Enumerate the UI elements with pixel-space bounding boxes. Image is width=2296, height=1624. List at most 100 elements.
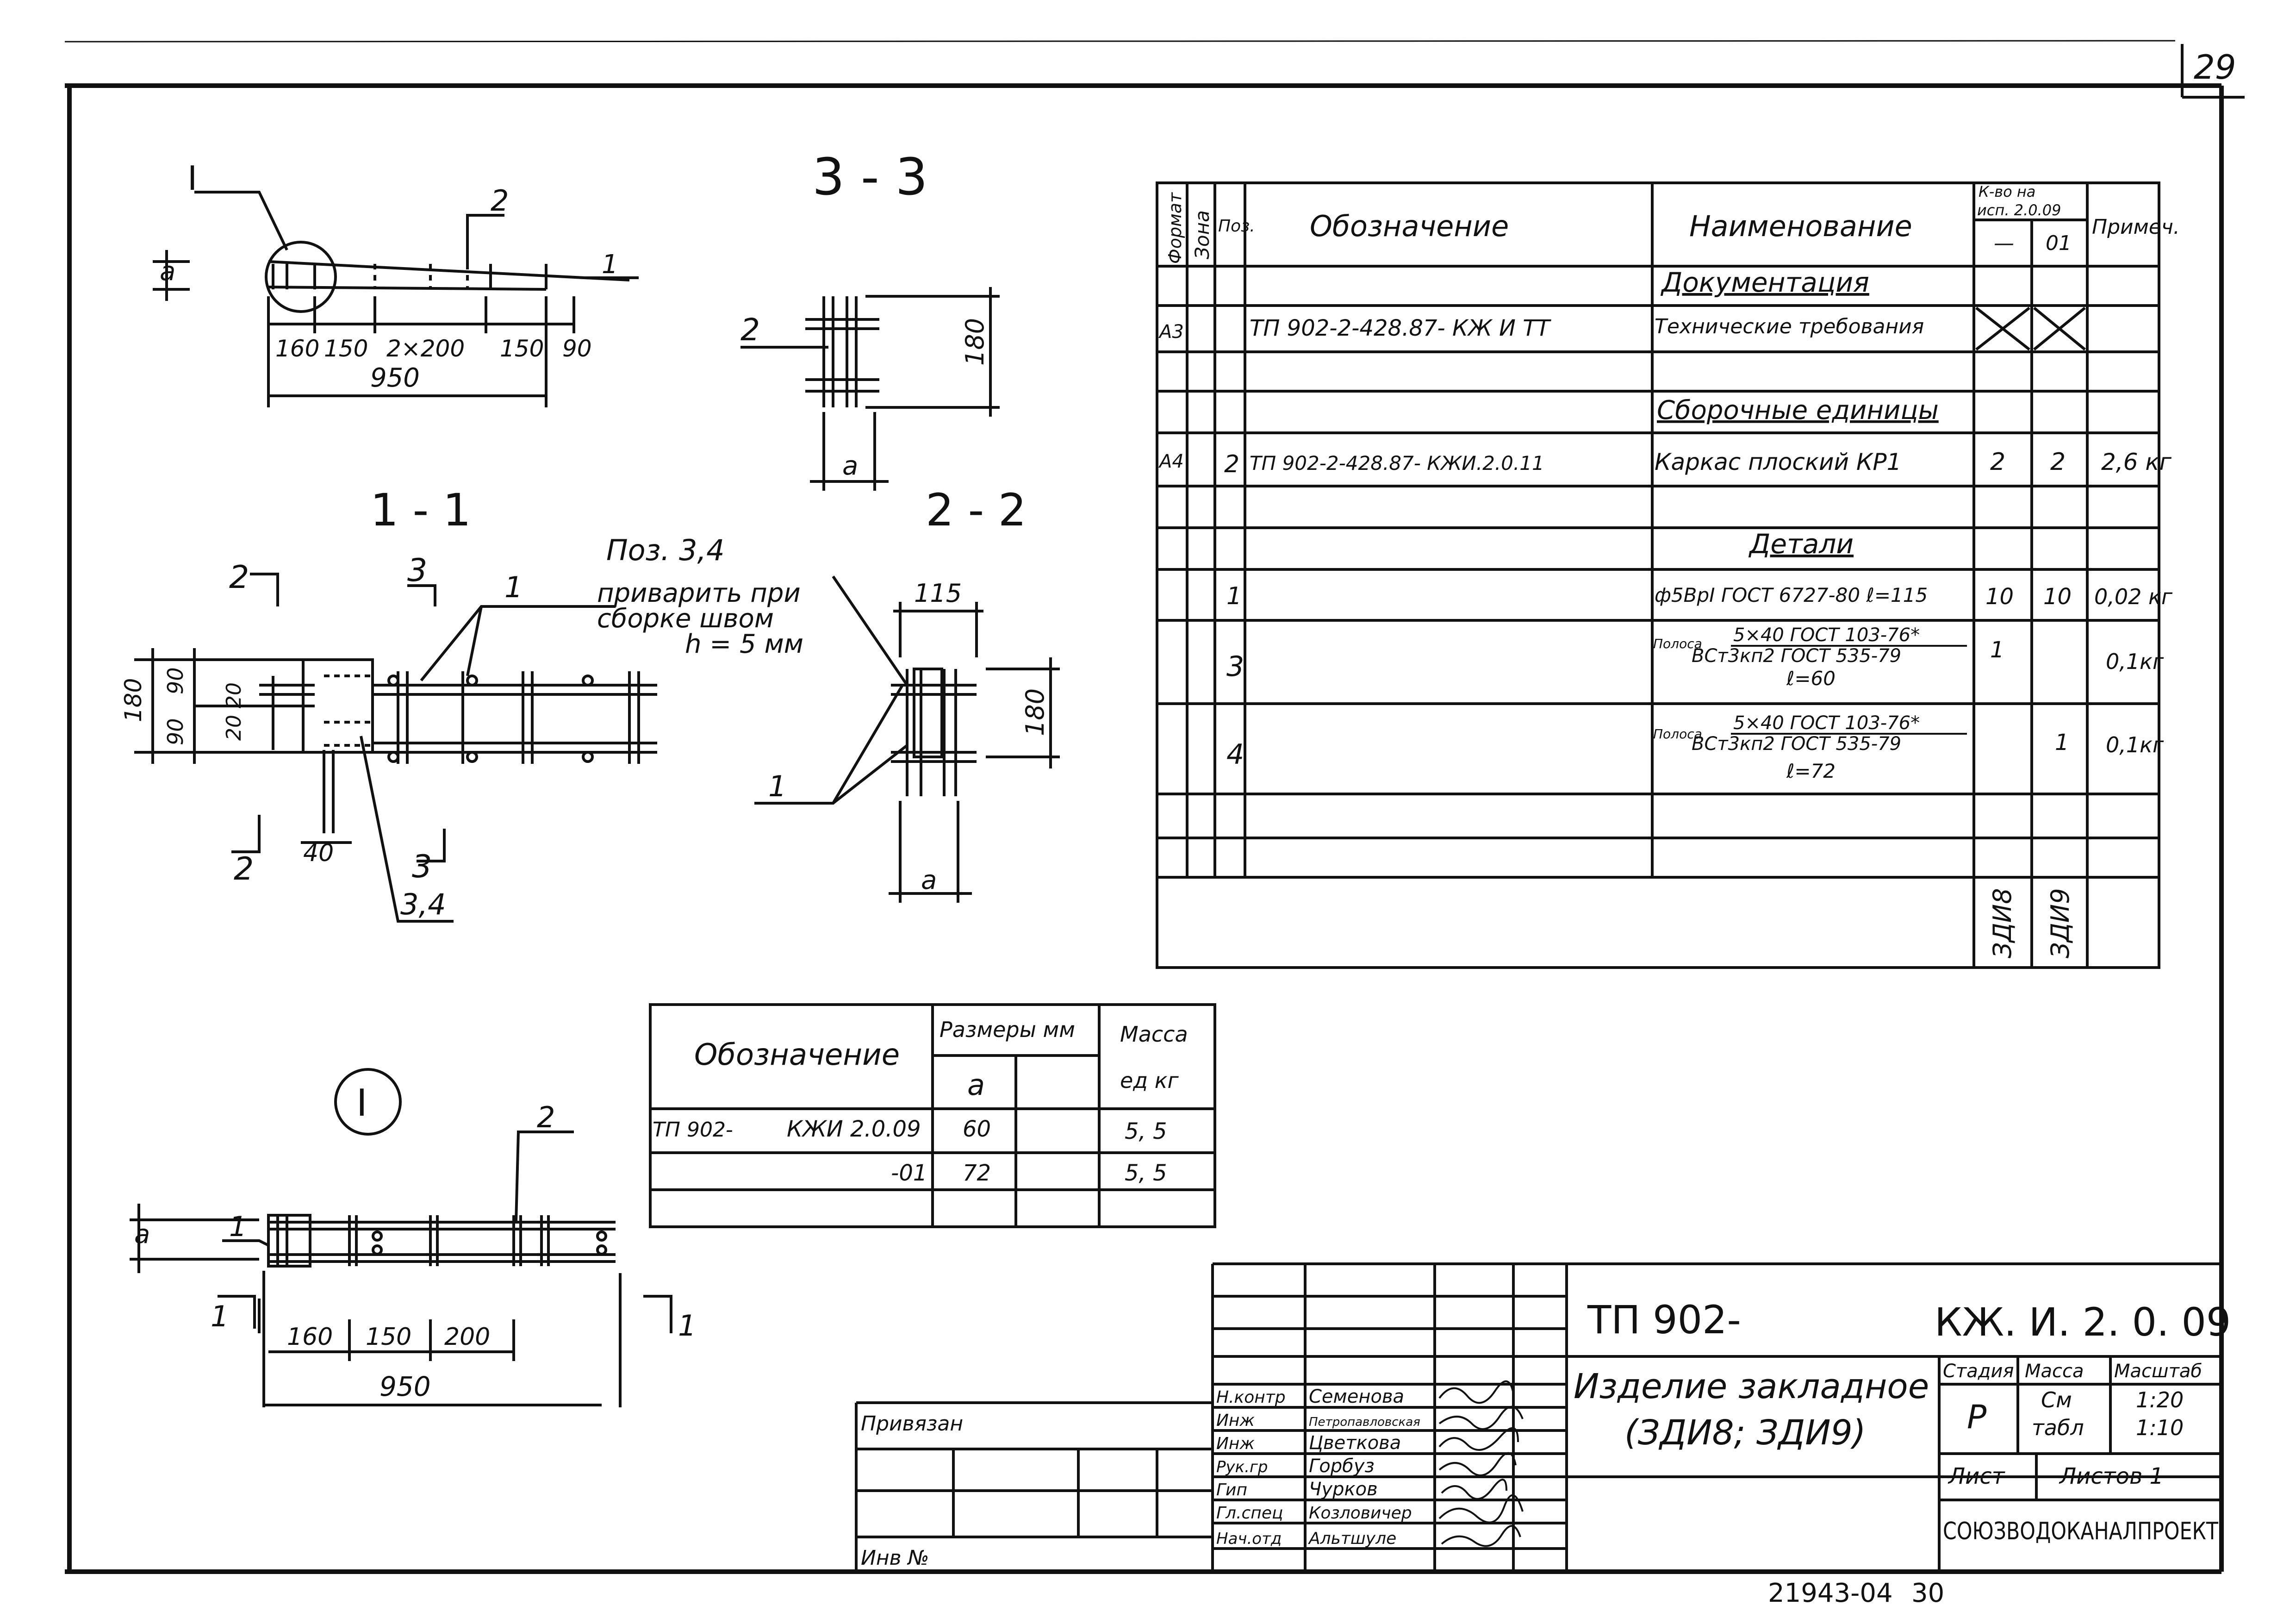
- note-line-2: сборке швом: [597, 604, 774, 634]
- archive-page: 30: [1911, 1578, 1944, 1608]
- detail-cut-right: 1: [678, 1309, 696, 1343]
- title-header-mass: Масса: [2025, 1361, 2084, 1382]
- title-name-line1: Изделие закладное: [1574, 1367, 1929, 1406]
- staff-name-1: Семенова: [1309, 1386, 1404, 1407]
- s11-mark-3-bottom: 3: [412, 849, 432, 885]
- staff-name-6: Козловичер: [1309, 1504, 1412, 1523]
- mass-header-size: Размеры мм: [940, 1017, 1075, 1042]
- spec-row-p4-frac-bot: ВСт3кп2 ГОСТ 535-79: [1692, 733, 1901, 755]
- plan-view: [153, 191, 639, 407]
- detail-I-drawing: [130, 1068, 672, 1407]
- title-linked: Привязан: [861, 1412, 963, 1436]
- title-scale-2: 1:10: [2136, 1415, 2184, 1440]
- note-line-1: приварить при: [597, 578, 801, 608]
- spec-row-p3-label: Полоса: [1653, 636, 1702, 651]
- s22-dim-115: 115: [914, 579, 962, 608]
- mass-table-grid: [649, 1003, 1216, 1228]
- mass-row2-mass: 5, 5: [1125, 1160, 1167, 1186]
- staff-name-2: Петропавловская: [1309, 1415, 1420, 1429]
- s11-dim-180: 180: [120, 678, 147, 722]
- callout-I-label: I: [187, 159, 197, 198]
- spec-header-qty-top2: исп. 2.0.09: [1977, 201, 2061, 219]
- spec-row-p1-name: ф5ВрI ГОСТ 6727-80 ℓ=115: [1655, 584, 1928, 606]
- spec-row-p4-note: 0,1кг: [2106, 732, 2164, 757]
- spec-row-p3-note: 0,1кг: [2106, 649, 2164, 674]
- spec-bottom-q1: ЗДИ8: [1988, 888, 2017, 958]
- spec-header-name: Наименование: [1689, 209, 1912, 243]
- spec-bottom-q2: ЗДИ9: [2046, 888, 2075, 958]
- spec-row-p4-len: ℓ=72: [1786, 760, 1836, 782]
- detail-pos-2: 2: [537, 1100, 555, 1134]
- s22-pos-1: 1: [768, 769, 786, 803]
- signatures: [1438, 1380, 1524, 1547]
- mass-row2-a: 72: [963, 1160, 991, 1186]
- section-3-3-drawing: [740, 287, 1000, 491]
- spec-row-p3-frac-bot: ВСт3кп2 ГОСТ 535-79: [1692, 645, 1901, 667]
- spec-row-kr1-q2: 2: [2050, 448, 2066, 476]
- s33-dim-180: 180: [960, 318, 989, 366]
- spec-header-format: Формат: [1165, 192, 1185, 264]
- title-stage: Р: [1967, 1398, 1987, 1436]
- title-name-line2: (ЗДИ8; ЗДИ9): [1624, 1413, 1866, 1453]
- s11-mark-2-top: 2: [229, 559, 249, 596]
- staff-role-1: Н.контр: [1216, 1388, 1286, 1407]
- mass-row1-a: 60: [963, 1116, 991, 1142]
- staff-name-3: Цветкова: [1309, 1432, 1401, 1454]
- detail-pos-1: 1: [229, 1211, 247, 1243]
- spec-row-kr1-q1: 2: [1990, 448, 2005, 476]
- section-1-1-drawing: [134, 573, 657, 923]
- spec-header-qty-c2: 01: [2046, 231, 2072, 255]
- plan-dim-2x200: 2×200: [386, 335, 465, 362]
- section-3-3-title: 3 - 3: [812, 147, 928, 206]
- s11-dim-90-top: 90: [163, 667, 188, 694]
- detail-callout-circle: [334, 1068, 402, 1136]
- spec-row-tt-name: Технические требования: [1655, 315, 1924, 338]
- spec-row-kr1-format: А4: [1158, 451, 1184, 472]
- spec-header-pos: Поз.: [1218, 217, 1255, 236]
- plan-dim-90: 90: [562, 335, 592, 362]
- mass-header-designation: Обозначение: [694, 1038, 900, 1072]
- sheet-frame: [64, 40, 2245, 1574]
- spec-row-p1-pos: 1: [1226, 582, 1242, 610]
- plan-dim-160: 160: [275, 335, 319, 362]
- staff-role-5: Гип: [1216, 1480, 1247, 1499]
- spec-table-grid: [1156, 181, 2160, 969]
- spec-header-qty-c1: —: [1994, 231, 2014, 255]
- detail-dim-950: 950: [380, 1371, 431, 1402]
- s11-dim-20-b: 20: [222, 682, 246, 708]
- detail-cut-left: 1: [211, 1299, 229, 1333]
- spec-header-designation: Обозначение: [1310, 209, 1509, 243]
- plan-dim-150: 150: [324, 335, 368, 362]
- s11-mark-3-top: 3: [407, 552, 427, 589]
- detail-dim-150: 150: [366, 1323, 411, 1351]
- spec-row-p4-pos: 4: [1226, 738, 1244, 771]
- spec-section-docs: Документация: [1660, 267, 1869, 298]
- staff-role-6: Гл.спец: [1216, 1504, 1283, 1523]
- s11-mark-2-bottom: 2: [234, 851, 254, 887]
- spec-row-p4-label: Полоса: [1653, 726, 1702, 742]
- plan-dim-150b: 150: [500, 335, 544, 362]
- staff-role-2: Инж: [1216, 1411, 1255, 1430]
- title-header-scale: Масштаб: [2114, 1361, 2202, 1382]
- s11-dim-20-a: 20: [222, 715, 246, 741]
- title-mass-2: табл: [2032, 1415, 2084, 1440]
- staff-name-5: Чурков: [1309, 1479, 1378, 1500]
- spec-header-zone: Зона: [1191, 210, 1213, 259]
- spec-header-qty-top1: К-во на: [1979, 183, 2035, 200]
- spec-row-tt-designation: ТП 902-2-428.87- КЖ И ТТ: [1250, 315, 1552, 341]
- detail-dim-a: a: [134, 1219, 150, 1249]
- staff-role-4: Рук.гр: [1216, 1458, 1268, 1476]
- title-scale-1: 1:20: [2136, 1387, 2184, 1412]
- spec-row-tt-format: А3: [1158, 321, 1184, 343]
- staff-role-7: Нач.отд: [1216, 1530, 1282, 1548]
- mass-header-mass2: ед кг: [1120, 1068, 1179, 1093]
- spec-row-kr1-note: 2,6 кг: [2101, 449, 2172, 475]
- spec-row-p1-q1: 10: [1985, 584, 2014, 610]
- spec-header-note: Примеч.: [2092, 215, 2180, 239]
- spec-row-p3-q1: 1: [1990, 637, 2004, 663]
- s33-pos-2: 2: [740, 312, 760, 348]
- mass-header-mass1: Масса: [1120, 1022, 1188, 1047]
- title-mass-1: См: [2041, 1387, 2072, 1412]
- detail-callout-I: I: [356, 1081, 367, 1124]
